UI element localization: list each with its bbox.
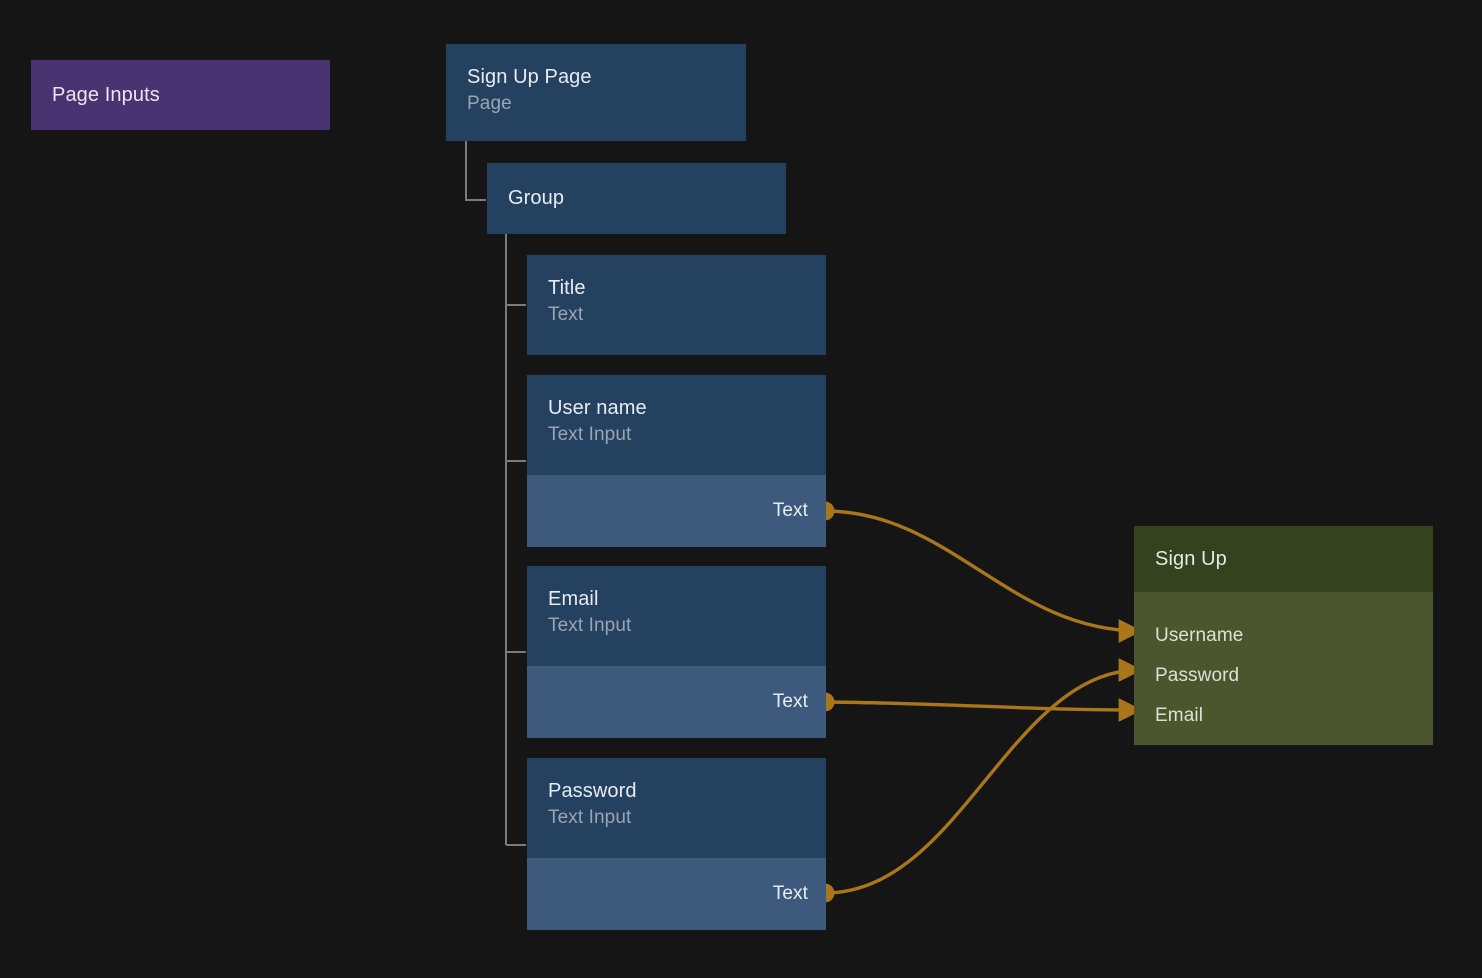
node-header: Group xyxy=(487,163,786,234)
output-node-body: Username Password Email xyxy=(1134,592,1433,745)
node-sign-up-output[interactable]: Sign Up Username Password Email xyxy=(1134,526,1433,745)
node-title: Group xyxy=(508,185,786,212)
node-group[interactable]: Group xyxy=(487,163,786,234)
connector-username xyxy=(825,511,1140,631)
node-subtitle: Text Input xyxy=(548,613,826,639)
node-subtitle: Text xyxy=(548,302,826,328)
node-subtitle: Page xyxy=(467,91,746,117)
node-title-text[interactable]: Title Text xyxy=(527,255,826,355)
node-password[interactable]: Password Text Input Text xyxy=(527,758,826,930)
node-header: User name Text Input xyxy=(527,375,826,475)
node-header: Email Text Input xyxy=(527,566,826,666)
output-port-row[interactable]: Text xyxy=(527,475,826,547)
node-title: Email xyxy=(548,586,826,613)
output-node-header: Sign Up xyxy=(1134,526,1433,592)
node-header: Password Text Input xyxy=(527,758,826,858)
node-email[interactable]: Email Text Input Text xyxy=(527,566,826,738)
page-inputs-label: Page Inputs xyxy=(52,83,160,107)
node-header: Title Text xyxy=(527,255,826,355)
output-port-row[interactable]: Text xyxy=(527,858,826,930)
output-port-label: Text xyxy=(773,883,808,905)
node-title: Sign Up Page xyxy=(467,64,746,91)
input-row-email[interactable]: Email xyxy=(1155,696,1433,736)
node-sign-up-page[interactable]: Sign Up Page Page xyxy=(446,44,746,141)
connector-password xyxy=(825,670,1140,893)
node-title: User name xyxy=(548,395,826,422)
node-page-inputs[interactable]: Page Inputs xyxy=(31,60,330,130)
node-subtitle: Text Input xyxy=(548,422,826,448)
connector-email xyxy=(825,702,1140,710)
node-subtitle: Text Input xyxy=(548,805,826,831)
output-node-title: Sign Up xyxy=(1155,547,1227,571)
output-port-label: Text xyxy=(773,691,808,713)
node-user-name[interactable]: User name Text Input Text xyxy=(527,375,826,547)
input-row-username[interactable]: Username xyxy=(1155,616,1433,656)
output-port-row[interactable]: Text xyxy=(527,666,826,738)
output-port-label: Text xyxy=(773,500,808,522)
node-title: Password xyxy=(548,778,826,805)
input-row-password[interactable]: Password xyxy=(1155,656,1433,696)
node-header: Sign Up Page Page xyxy=(446,44,746,141)
node-title: Title xyxy=(548,275,826,302)
